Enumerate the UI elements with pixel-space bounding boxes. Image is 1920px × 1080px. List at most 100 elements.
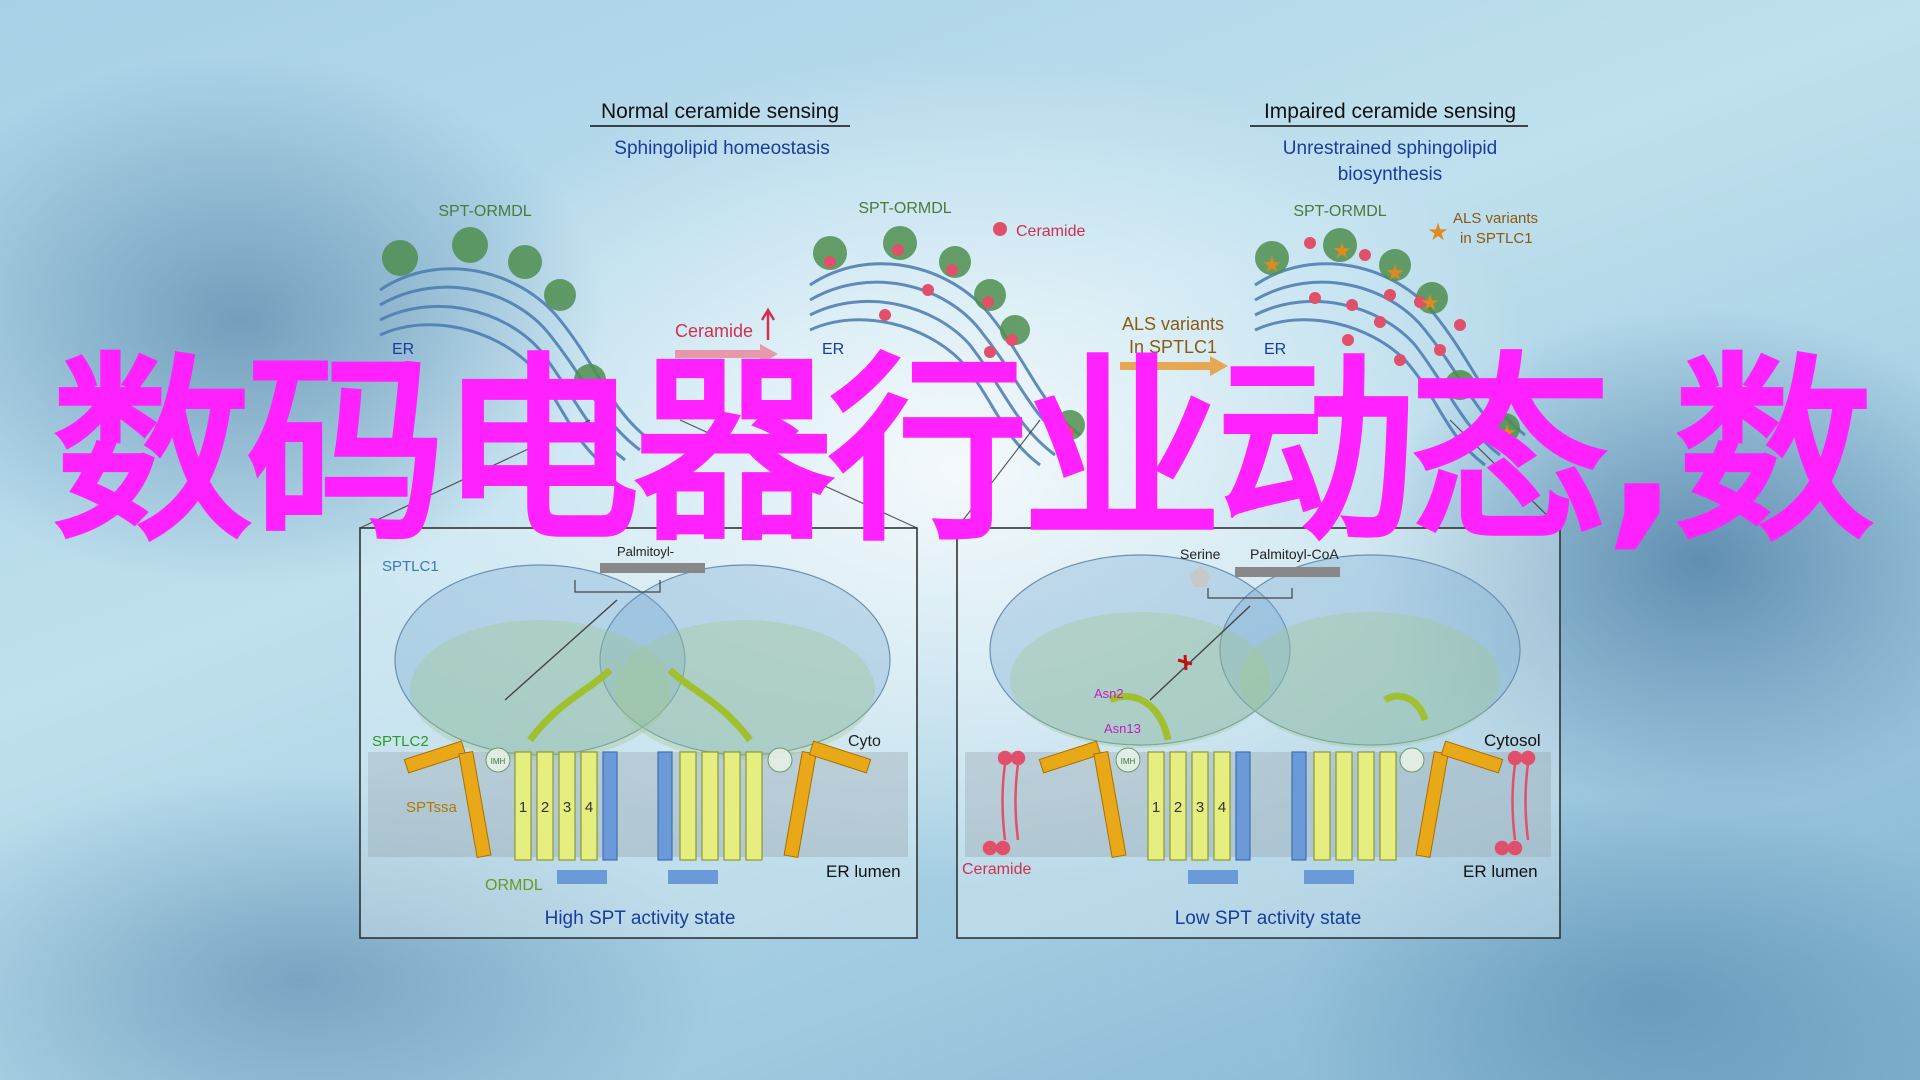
membrane-band	[368, 752, 908, 857]
svg-text:★: ★	[1497, 421, 1517, 446]
er-label-left: ER	[392, 341, 414, 358]
palmitoyl-label: Palmitoyl-	[617, 544, 674, 559]
transmembrane-helices-left	[514, 751, 763, 861]
als-arrow-label-line2: In SPTLC1	[1129, 337, 1217, 357]
impaired-panel-subheading-line1: Unrestrained sphingolipid	[1283, 138, 1497, 159]
asn2-label: Asn2	[1094, 686, 1124, 701]
ormdl-loop-left	[1108, 692, 1172, 741]
impaired-panel-header: Impaired ceramide sensing Unrestrained s…	[1250, 100, 1528, 185]
spt-ormdl-label-left: SPT-ORMDL	[438, 203, 531, 220]
er-lumen-label-left: ER lumen	[826, 862, 901, 881]
er-lumen-label-right: ER lumen	[1463, 862, 1538, 881]
helix-number: 2	[1174, 799, 1182, 816]
high-spt-activity-box: 1 2 3 4 IMH SPTLC1 Palmitoyl- SPTLC2 SPT…	[359, 527, 918, 939]
impaired-panel-subheading-line2: biosynthesis	[1338, 164, 1443, 185]
headline-overlay: 数码电器行业动态,数	[52, 336, 1874, 569]
palmitoyl-chain	[600, 563, 705, 573]
svg-text:★: ★	[1385, 261, 1405, 286]
svg-text:★: ★	[1450, 378, 1470, 403]
spt-ormdl-complexes-impaired	[1255, 228, 1520, 443]
helix-numbers-right: 1 2 3 4	[1152, 799, 1226, 816]
er-label-middle: ER	[822, 341, 844, 358]
substrate-bracket	[1207, 588, 1293, 599]
ceramide-up-arrow-icon	[760, 307, 776, 340]
ormdl-loop-right	[667, 667, 753, 743]
low-spt-activity-box: 1 2 3 4 IMH Serine	[956, 527, 1561, 939]
transmembrane-helices-right	[1147, 751, 1397, 861]
sptlc-domain-right	[599, 564, 891, 756]
ormdl-bar	[668, 870, 718, 884]
svg-text:★: ★	[1420, 291, 1440, 316]
sptlc2-domain-left	[1010, 612, 1270, 748]
imh-circle	[485, 747, 511, 773]
imh-label: IMH	[491, 757, 506, 766]
cytosol-label-right: Cytosol	[1484, 731, 1541, 750]
ceramide-arrow-label: Ceramide	[675, 321, 753, 341]
palmitoyl-coa-label: Palmitoyl-CoA	[1250, 546, 1339, 562]
ormdl-bar	[1188, 870, 1238, 884]
sptlc2-domain-right	[615, 620, 875, 760]
helix-number: 3	[1196, 799, 1204, 816]
imh-circle	[767, 747, 793, 773]
er-label-impaired: ER	[1264, 341, 1286, 358]
substrate-bracket	[574, 580, 661, 593]
als-legend-line2: in SPTLC1	[1460, 230, 1533, 247]
helix-number: 3	[563, 799, 571, 816]
ceramide-lipids	[982, 750, 1536, 856]
ceramide-dots-impaired	[1304, 237, 1466, 366]
sptlc-domain-left	[989, 554, 1291, 746]
ormdl-bar	[557, 870, 607, 884]
high-spt-title: High SPT activity state	[545, 908, 736, 929]
substrate-pointer	[1149, 605, 1251, 701]
sptssa-label: SPTssa	[406, 799, 458, 816]
helix-number: 1	[519, 799, 527, 816]
sptssa-rods-left	[403, 740, 872, 859]
ormdl-loop-right	[1383, 692, 1429, 722]
spt-ormdl-label-right: SPT-ORMDL	[858, 200, 951, 217]
sptssa-rods-right	[1038, 740, 1504, 859]
sptlc-domain-right	[1219, 554, 1521, 746]
helix-numbers-left: 1 2 3 4	[519, 799, 593, 816]
imh-circle	[1399, 747, 1425, 773]
ormdl-bar	[1304, 870, 1354, 884]
er-membrane-normal-left	[379, 267, 651, 472]
ormdl-label: ORMDL	[485, 877, 543, 894]
als-legend-star-icon: ★	[1427, 218, 1449, 246]
normal-panel-heading: Normal ceramide sensing	[601, 100, 839, 123]
ceramide-dots-right	[824, 244, 1074, 438]
zoom-guide-lines	[359, 419, 1561, 529]
helix-number: 1	[1152, 799, 1160, 816]
imh-label: IMH	[1121, 757, 1136, 766]
serine-pentagon-icon	[1190, 566, 1210, 587]
ceramide-legend-label: Ceramide	[1016, 223, 1085, 240]
svg-text:★: ★	[1262, 253, 1282, 278]
substrate-pointer	[504, 599, 618, 701]
ceramide-right-arrow-icon	[675, 344, 778, 364]
normal-panel-subheading: Sphingolipid homeostasis	[614, 138, 829, 159]
als-arrow-label-line1: ALS variants	[1122, 314, 1224, 334]
asn13-label: Asn13	[1104, 721, 1141, 736]
sptlc2-label: SPTLC2	[372, 733, 429, 750]
low-spt-title: Low SPT activity state	[1175, 908, 1362, 929]
spt-ormdl-complexes-left	[382, 227, 606, 396]
helix-number: 4	[585, 799, 593, 816]
svg-text:★: ★	[1332, 239, 1352, 264]
membrane-band	[965, 752, 1551, 857]
blocked-cross-icon	[1177, 654, 1193, 671]
sptlc2-domain-right	[1240, 612, 1500, 748]
als-variant-star-icons: ★ ★ ★ ★ ★ ★	[1262, 239, 1517, 446]
serine-label: Serine	[1180, 546, 1221, 562]
helix-number: 2	[541, 799, 549, 816]
ceramide-legend-dot	[993, 222, 1007, 236]
palmitoyl-chain	[1235, 567, 1340, 577]
cytosol-label-left: Cyto	[848, 733, 881, 750]
helix-number: 4	[1218, 799, 1226, 816]
ceramide-label-bottom: Ceramide	[962, 861, 1031, 878]
impaired-panel-heading: Impaired ceramide sensing	[1264, 100, 1516, 123]
als-legend-line1: ALS variants	[1453, 210, 1538, 227]
ormdl-loop-left	[527, 667, 613, 743]
sptlc2-domain-left	[410, 620, 670, 760]
er-membrane-normal-right	[809, 262, 1081, 467]
